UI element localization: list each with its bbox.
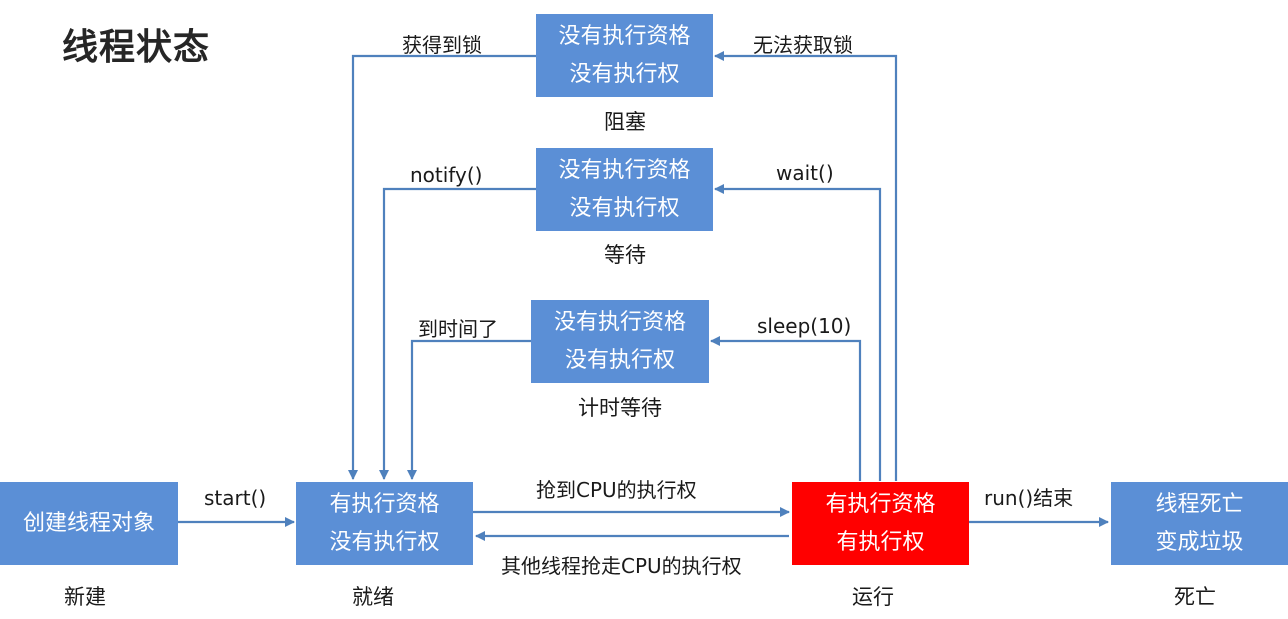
label-run-end: run()结束	[984, 486, 1074, 510]
state-runnable-box: 有执行资格 没有执行权	[296, 482, 473, 565]
state-timed-waiting-box: 没有执行资格 没有执行权	[531, 300, 709, 383]
label-wait: wait()	[776, 161, 834, 185]
state-waiting-box: 没有执行资格 没有执行权	[536, 148, 713, 231]
state-new-box: 创建线程对象	[0, 482, 178, 565]
label-time-up: 到时间了	[418, 317, 498, 341]
arrow-sleep	[710, 336, 862, 481]
state-blocked-caption: 阻塞	[604, 110, 646, 134]
state-running-line1: 有执行资格	[825, 491, 936, 517]
state-dead-line2: 变成垃圾	[1155, 529, 1244, 555]
arrow-no-lock	[714, 51, 898, 481]
arrow-wait	[714, 184, 882, 481]
state-timed-waiting-line2: 没有执行权	[564, 347, 675, 373]
state-timed-waiting-caption: 计时等待	[578, 396, 662, 420]
label-notify: notify()	[410, 163, 483, 187]
label-lose-cpu: 其他线程抢走CPU的执行权	[501, 554, 742, 578]
label-no-lock: 无法获取锁	[753, 33, 853, 57]
state-waiting-line1: 没有执行资格	[558, 157, 691, 183]
state-new-caption: 新建	[64, 585, 106, 609]
state-blocked-box: 没有执行资格 没有执行权	[536, 14, 713, 97]
state-new-text: 创建线程对象	[22, 510, 155, 536]
label-get-lock: 获得到锁	[402, 33, 482, 57]
arrow-time-up	[407, 339, 531, 480]
state-running-line2: 有执行权	[836, 529, 925, 555]
label-start: start()	[204, 486, 267, 510]
arrow-notify	[379, 187, 536, 480]
label-grab-cpu: 抢到CPU的执行权	[536, 478, 697, 502]
arrow-get-lock	[348, 54, 536, 480]
state-waiting-line2: 没有执行权	[569, 195, 680, 221]
state-dead-line1: 线程死亡	[1155, 491, 1244, 517]
state-blocked-line1: 没有执行资格	[558, 23, 691, 49]
state-runnable-line1: 有执行资格	[329, 491, 440, 517]
state-waiting-caption: 等待	[604, 243, 646, 267]
label-sleep: sleep(10)	[757, 314, 852, 338]
state-timed-waiting-line1: 没有执行资格	[553, 309, 686, 335]
page-title: 线程状态	[62, 27, 211, 68]
state-blocked-line2: 没有执行权	[569, 61, 680, 87]
state-running-caption: 运行	[852, 585, 894, 609]
state-running-box: 有执行资格 有执行权	[792, 482, 969, 565]
state-runnable-line2: 没有执行权	[329, 529, 440, 555]
state-runnable-caption: 就绪	[352, 585, 394, 609]
state-dead-caption: 死亡	[1174, 585, 1216, 609]
state-dead-box: 线程死亡 变成垃圾	[1111, 482, 1288, 565]
